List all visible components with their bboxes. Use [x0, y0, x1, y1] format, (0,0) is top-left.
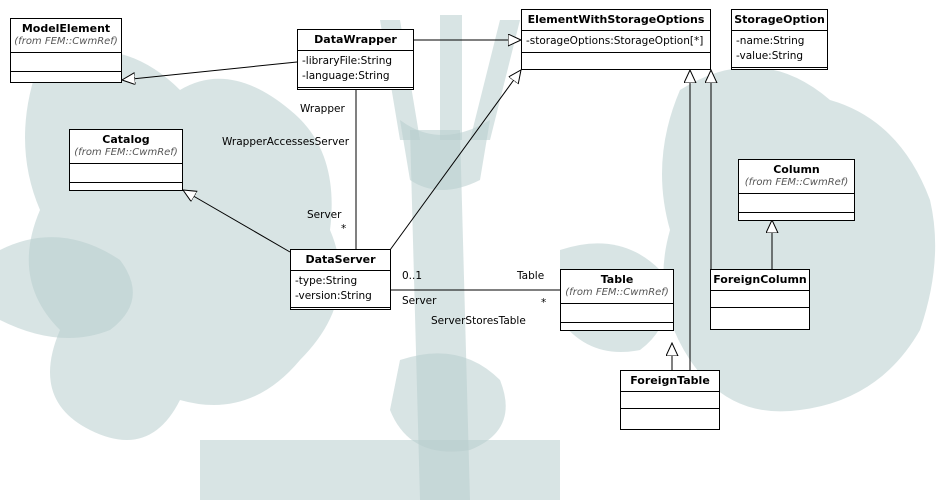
label-wrapper-role: Wrapper [300, 103, 345, 115]
class-datawrapper[interactable]: DataWrapper -libraryFile:String -languag… [297, 29, 414, 90]
attribute: -language:String [302, 70, 390, 82]
label-server-stores-role: Server [402, 295, 437, 307]
class-name: DataServer [305, 253, 376, 266]
class-header: ModelElement (from FEM::CwmRef) [11, 19, 121, 53]
attribute: -name:String [736, 35, 805, 47]
class-header: ForeignTable [621, 371, 719, 392]
class-header: ElementWithStorageOptions [522, 10, 710, 31]
class-header: DataServer [291, 250, 390, 271]
class-catalog[interactable]: Catalog (from FEM::CwmRef) [69, 129, 183, 191]
class-attributes [11, 53, 121, 72]
class-header: Column (from FEM::CwmRef) [739, 160, 854, 194]
label-table-multiplicity: * [541, 297, 547, 309]
class-modelelement[interactable]: ModelElement (from FEM::CwmRef) [10, 18, 122, 83]
class-name: DataWrapper [314, 33, 397, 46]
class-storageoption[interactable]: StorageOption -name:String -value:String [731, 9, 828, 70]
class-dataserver[interactable]: DataServer -type:String -version:String [290, 249, 391, 310]
class-package: (from FEM::CwmRef) [565, 287, 669, 298]
class-attributes [70, 164, 182, 183]
class-name: ModelElement [21, 22, 111, 35]
class-attributes [739, 194, 854, 213]
class-attributes: -libraryFile:String -language:String [298, 51, 413, 88]
gen-datawrapper-modelelement [122, 61, 298, 80]
class-name: Catalog [102, 133, 150, 146]
label-server-multiplicity: * [341, 223, 347, 235]
class-attributes [561, 304, 673, 323]
label-server-stores-table: ServerStoresTable [431, 315, 526, 327]
class-attributes: -name:String -value:String [732, 31, 827, 68]
gen-dataserver-catalog [183, 190, 291, 253]
class-name: ForeignColumn [713, 273, 807, 286]
class-header: ForeignColumn [711, 270, 809, 291]
class-package: (from FEM::CwmRef) [744, 177, 849, 188]
class-attributes: -storageOptions:StorageOption[*] [522, 31, 710, 53]
class-header: DataWrapper [298, 30, 413, 51]
class-column[interactable]: Column (from FEM::CwmRef) [738, 159, 855, 221]
class-header: Table (from FEM::CwmRef) [561, 270, 673, 304]
class-elementwithstorageoptions[interactable]: ElementWithStorageOptions -storageOption… [521, 9, 711, 70]
label-server-0-1: 0..1 [402, 270, 423, 282]
class-name: Column [773, 163, 820, 176]
class-name: StorageOption [734, 13, 825, 26]
class-attributes: -type:String -version:String [291, 271, 390, 308]
class-name: ElementWithStorageOptions [527, 13, 705, 26]
class-header: Catalog (from FEM::CwmRef) [70, 130, 182, 164]
class-foreigncolumn[interactable]: ForeignColumn [710, 269, 810, 330]
attribute: -storageOptions:StorageOption[*] [526, 35, 704, 47]
label-table-role: Table [517, 270, 545, 282]
attribute: -type:String [295, 275, 358, 287]
class-package: (from FEM::CwmRef) [74, 147, 178, 158]
class-attributes [621, 392, 719, 409]
class-attributes [711, 291, 809, 308]
attribute: -version:String [295, 290, 372, 302]
label-wrapper-accesses-server: WrapperAccessesServer [222, 136, 350, 148]
label-server-role: Server [307, 209, 342, 221]
class-table[interactable]: Table (from FEM::CwmRef) [560, 269, 674, 331]
class-foreigntable[interactable]: ForeignTable [620, 370, 720, 430]
class-name: Table [600, 273, 634, 286]
class-package: (from FEM::CwmRef) [14, 36, 118, 47]
class-name: ForeignTable [630, 374, 710, 387]
gen-dataserver-ewso [389, 70, 521, 251]
attribute: -libraryFile:String [302, 55, 393, 67]
attribute: -value:String [736, 50, 804, 62]
class-header: StorageOption [732, 10, 827, 31]
